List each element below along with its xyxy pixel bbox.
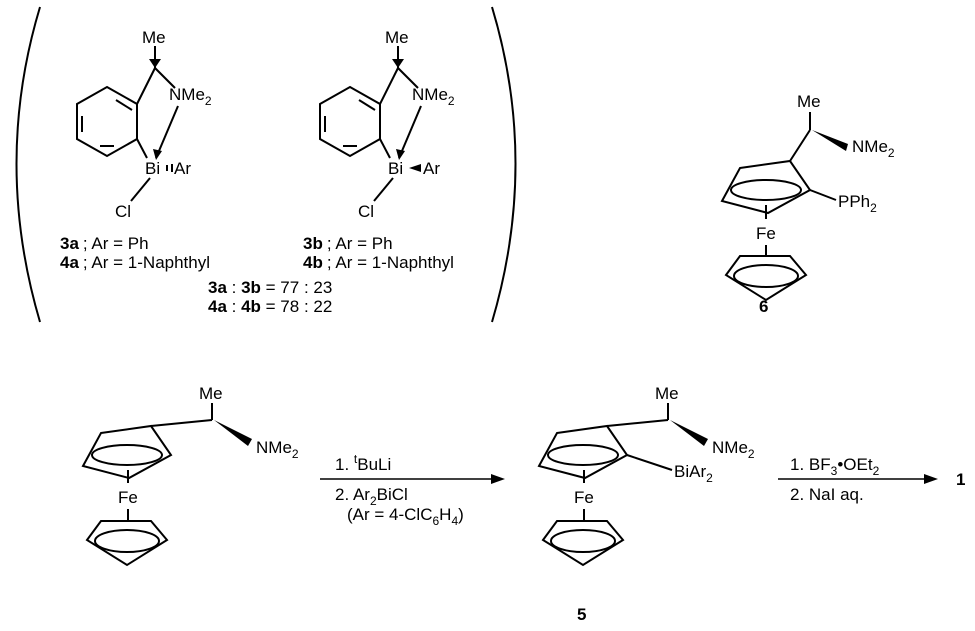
arrowhead-2	[924, 474, 938, 484]
nme2-label-3a: NMe2	[169, 85, 212, 108]
step2-condition-2: 2. NaI aq.	[790, 485, 864, 504]
starting-ferrocene	[81, 403, 213, 567]
wedge-3b	[392, 59, 404, 68]
structure-6	[720, 112, 837, 302]
caption-3b: 3b; Ar = Ph	[303, 234, 393, 253]
fe-label-5: Fe	[574, 488, 594, 507]
nme2-label-3b: NMe2	[412, 85, 455, 108]
me-label-3a: Me	[142, 28, 166, 47]
wedge-6	[812, 130, 848, 151]
bi-label-3a: Bi	[145, 159, 160, 178]
cl-label-3a: Cl	[115, 202, 131, 221]
compound-label-6: 6	[759, 297, 768, 316]
me-label-5: Me	[655, 384, 679, 403]
arrowhead-1	[491, 474, 505, 484]
step1-condition-3: (Ar = 4-ClC6H4)	[347, 505, 464, 528]
right-parenthesis	[491, 6, 517, 323]
wedge-bond-3b	[409, 164, 421, 172]
caption-3a: 3a; Ar = Ph	[60, 234, 149, 253]
cl-label-3b: Cl	[358, 202, 374, 221]
hash-bond-3a	[166, 164, 173, 172]
nme2-label-start: NMe2	[256, 438, 299, 461]
wedge-5	[670, 420, 708, 446]
step1-condition-2: 2. Ar2BiCl	[335, 485, 408, 508]
caption-4a: 4a; Ar = 1-Naphthyl	[60, 253, 210, 272]
caption-4b: 4b; Ar = 1-Naphthyl	[303, 253, 454, 272]
pph2-label-6: PPh2	[838, 192, 877, 215]
product-label-1: 1	[956, 470, 965, 489]
bi-label-3b: Bi	[388, 159, 403, 178]
wedge-start	[214, 420, 252, 446]
arrowhead-3a	[153, 149, 162, 160]
wedge-3a	[149, 59, 161, 68]
structure-3b-4b	[319, 46, 422, 202]
me-label-3b: Me	[385, 28, 409, 47]
compound-label-5: 5	[577, 605, 586, 624]
biar2-label-5: BiAr2	[674, 462, 713, 485]
structure-3a-4a	[76, 46, 179, 202]
ar-label-3b: Ar	[423, 159, 440, 178]
ratio-4a-4b: 4a : 4b = 78 : 22	[208, 297, 332, 316]
ratio-3a-3b: 3a : 3b = 77 : 23	[208, 278, 332, 297]
step1-condition-1: 1. tBuLi	[335, 452, 391, 474]
arrowhead-3b	[396, 149, 405, 160]
fe-label-start: Fe	[118, 488, 138, 507]
nme2-label-6: NMe2	[852, 137, 895, 160]
me-label-start: Me	[199, 384, 223, 403]
me-label-6: Me	[797, 92, 821, 111]
nme2-label-5: NMe2	[712, 438, 755, 461]
ar-label-3a: Ar	[174, 159, 191, 178]
structure-5	[537, 403, 673, 567]
fe-label-6: Fe	[756, 224, 776, 243]
step2-condition-1: 1. BF3•OEt2	[790, 455, 880, 478]
left-parenthesis	[15, 6, 41, 323]
